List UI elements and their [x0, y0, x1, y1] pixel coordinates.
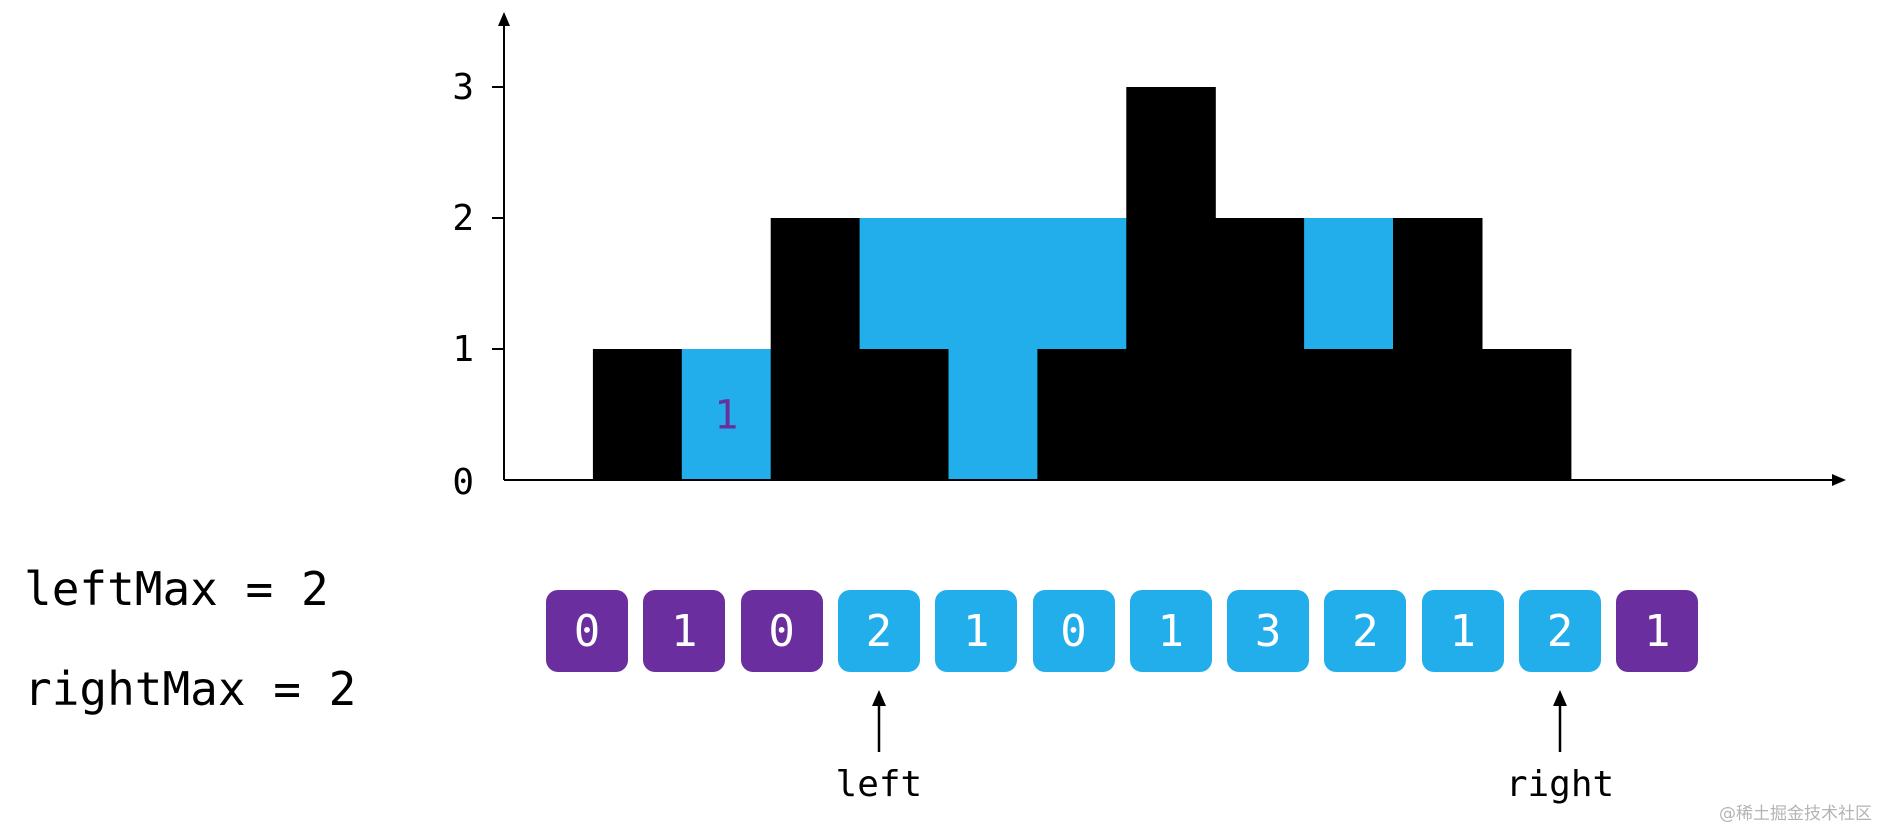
- array-cell: 0: [546, 590, 628, 672]
- array-cell: 3: [1227, 590, 1310, 672]
- axes-layer: [498, 12, 1846, 486]
- elevation-bar: [1393, 218, 1483, 480]
- water-block: [1037, 218, 1127, 349]
- right-pointer: right: [1500, 690, 1620, 805]
- right-max-readout: rightMax = 2: [24, 662, 357, 716]
- bars-layer: [592, 87, 1572, 480]
- x-axis-arrow-icon: [1832, 474, 1846, 486]
- elevation-bar: [1037, 349, 1127, 480]
- right-pointer-label: right: [1505, 764, 1615, 805]
- left-max-readout: leftMax = 2: [24, 562, 329, 616]
- array-cell: 2: [1519, 590, 1601, 672]
- y-tick-label: 1: [452, 329, 474, 370]
- left-pointer: left: [819, 690, 939, 805]
- water-block: [859, 218, 950, 349]
- water-amount-label: 1: [714, 393, 738, 439]
- array-cell: 1: [1616, 590, 1699, 672]
- y-ticks: 0 1 2 3: [452, 67, 504, 503]
- array-cell: 2: [837, 590, 920, 672]
- array-cell: 2: [1324, 590, 1407, 672]
- up-arrow-icon: [871, 690, 886, 752]
- watermark: @稀土掘金技术社区: [1719, 804, 1872, 824]
- y-tick-label: 0: [452, 462, 474, 503]
- array-cell: 0: [1032, 590, 1115, 672]
- elevation-bar: [1126, 87, 1216, 480]
- left-pointer-label: left: [835, 764, 923, 805]
- array-cell: 1: [1129, 590, 1212, 672]
- y-tick-label: 3: [452, 67, 474, 108]
- array-cell: 1: [935, 590, 1018, 672]
- array-cell: 0: [740, 590, 823, 672]
- up-arrow-icon: [1553, 690, 1567, 752]
- water-block: [1304, 218, 1394, 349]
- elevation-bar: [770, 218, 861, 480]
- elevation-bar: [859, 349, 950, 480]
- array-cell: 1: [1421, 590, 1504, 672]
- water-block: [948, 218, 1038, 480]
- elevation-bar: [1304, 349, 1394, 480]
- elevation-bar: [1481, 349, 1572, 480]
- array-cell: 1: [643, 590, 726, 672]
- water-block: [681, 349, 772, 480]
- elevation-bar: [592, 349, 683, 480]
- elevation-bar: [1215, 218, 1305, 480]
- y-tick-label: 2: [452, 198, 474, 239]
- y-axis-arrow-icon: [498, 12, 510, 26]
